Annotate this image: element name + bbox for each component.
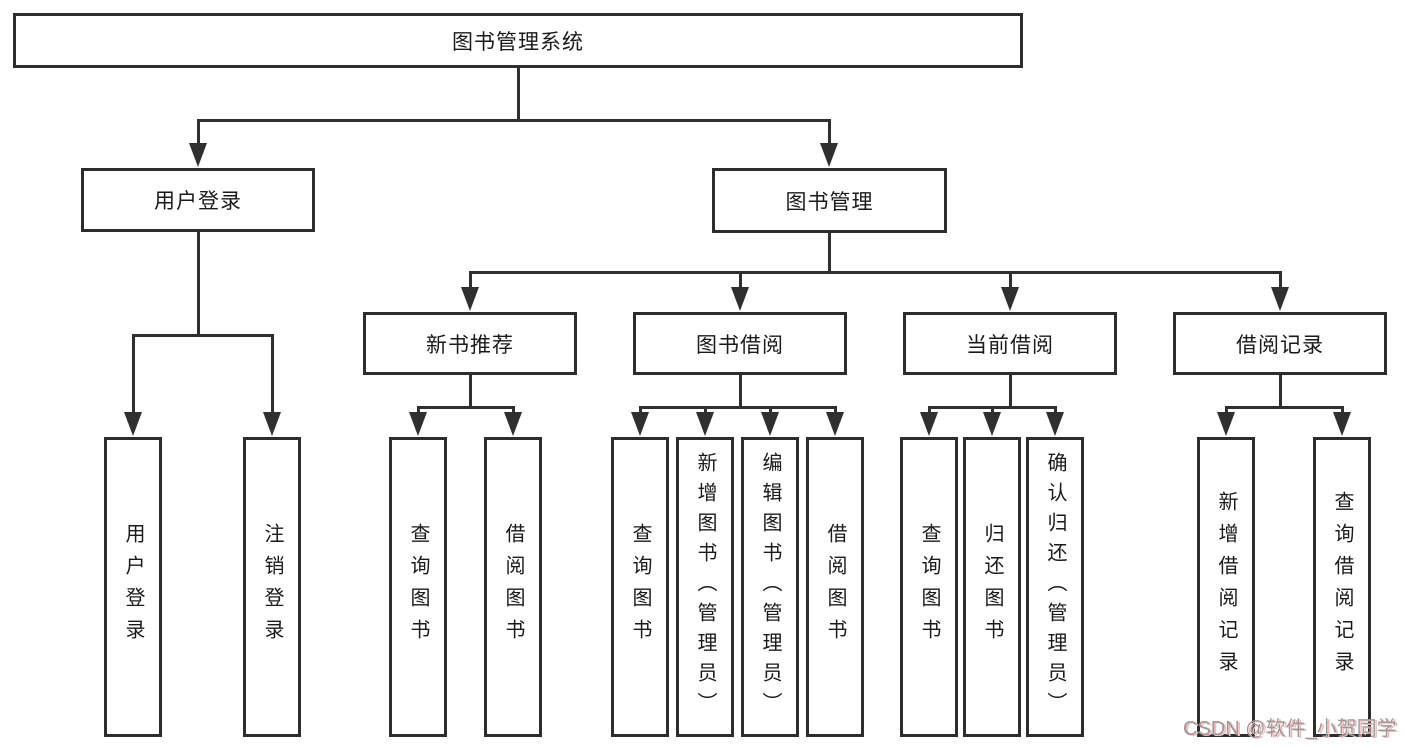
node-user-login: 用户登录 [81,168,315,232]
node-leaf-query-book-rec: 查询图书 [389,437,447,737]
node-leaf-logout: 注销登录 [243,437,301,737]
node-leaf-borrow-book-rec: 借阅图书 [484,437,542,737]
arrowhead-down [409,412,427,436]
connector-line-v [768,405,772,415]
node-label-borrow-record: 借阅记录 [1236,333,1324,357]
connector-line-v [827,231,831,274]
node-label-leaf-add-borrow-rec: 新增借阅记录 [1215,491,1237,683]
connector-line-v [833,405,837,415]
node-label-book-borrow: 图书借阅 [696,333,784,357]
node-label-leaf-query-borrow-rec: 查询借阅记录 [1331,491,1353,683]
connector-line-v [1278,270,1282,290]
arrowhead-down [1046,412,1064,436]
node-label-leaf-borrow-book: 借阅图书 [824,523,846,651]
connector-line-v [416,405,420,415]
connector-line-v [131,333,135,415]
node-label-book-management: 图书管理 [785,190,874,214]
node-label-leaf-return-book: 归还图书 [981,523,1003,651]
connector-line-v [990,405,994,415]
node-label-leaf-query-book-rec: 查询图书 [407,523,429,651]
node-leaf-confirm-return: 确认归还（管理员） [1026,437,1084,737]
arrowhead-down [124,412,142,436]
connector-line-v [270,333,274,415]
node-leaf-query-borrow-rec: 查询借阅记录 [1313,437,1371,737]
node-label-leaf-query-book: 查询图书 [629,523,651,651]
node-leaf-user-login: 用户登录 [104,437,162,737]
node-label-leaf-logout: 注销登录 [261,523,283,651]
connector-line-v [468,373,472,409]
connector-line-v [738,373,742,409]
connector-line-v [927,405,931,415]
arrowhead-down [504,412,522,436]
arrowhead-down [761,412,779,436]
node-label-leaf-add-book-admin: 新增图书（管理员） [694,452,716,722]
node-leaf-add-book-admin: 新增图书（管理员） [676,437,734,737]
arrowhead-down [731,287,749,311]
node-leaf-return-book: 归还图书 [963,437,1021,737]
connector-line-v [703,405,707,415]
connector-line-v [511,405,515,415]
node-label-leaf-query-book-cur: 查询图书 [918,523,940,651]
connector-line-h [131,333,274,337]
node-label-leaf-borrow-book-rec: 借阅图书 [502,523,524,651]
connector-line-v [1340,405,1344,415]
connector-line-v [1278,373,1282,409]
node-book-borrow: 图书借阅 [633,312,847,375]
connector-line-h [416,405,515,409]
connector-line-v [196,230,200,337]
arrowhead-down [826,412,844,436]
connector-line-v [1008,373,1012,409]
arrowhead-down [1001,287,1019,311]
watermark: CSDN @软件_小贺同学 [1183,718,1397,740]
connector-line-v [738,270,742,290]
connector-line-v [516,66,520,122]
connector-line-v [196,118,200,146]
connector-line-v [1224,405,1228,415]
arrowhead-down [983,412,1001,436]
arrowhead-down [1271,287,1289,311]
node-label-current-borrow: 当前借阅 [966,333,1054,357]
connector-line-h [468,270,1282,274]
arrowhead-down [189,143,207,167]
arrowhead-down [631,412,649,436]
node-label-leaf-confirm-return: 确认归还（管理员） [1044,452,1066,722]
connector-line-h [196,118,831,122]
node-book-management: 图书管理 [712,168,947,233]
connector-line-v [468,270,472,290]
node-new-book-recommend: 新书推荐 [363,312,577,375]
node-leaf-borrow-book: 借阅图书 [806,437,864,737]
arrowhead-down [820,143,838,167]
arrowhead-down [920,412,938,436]
arrowhead-down [1217,412,1235,436]
arrowhead-down [696,412,714,436]
connector-line-v [827,118,831,146]
connector-line-h [1224,405,1344,409]
node-leaf-add-borrow-rec: 新增借阅记录 [1197,437,1255,737]
arrowhead-down [263,412,281,436]
node-root: 图书管理系统 [13,13,1023,68]
node-leaf-edit-book-admin: 编辑图书（管理员） [741,437,799,737]
arrowhead-down [461,287,479,311]
node-label-new-book-recommend: 新书推荐 [426,333,514,357]
node-current-borrow: 当前借阅 [903,312,1117,375]
connector-line-v [1008,270,1012,290]
connector-line-v [1053,405,1057,415]
connector-line-h [638,405,837,409]
node-leaf-query-book-cur: 查询图书 [900,437,958,737]
node-label-root: 图书管理系统 [452,30,584,54]
arrowhead-down [1333,412,1351,436]
node-leaf-query-book: 查询图书 [611,437,669,737]
node-label-user-login: 用户登录 [154,190,242,213]
node-label-leaf-user-login: 用户登录 [122,523,144,651]
connector-line-v [638,405,642,415]
node-label-leaf-edit-book-admin: 编辑图书（管理员） [759,452,781,722]
node-borrow-record: 借阅记录 [1173,312,1387,375]
